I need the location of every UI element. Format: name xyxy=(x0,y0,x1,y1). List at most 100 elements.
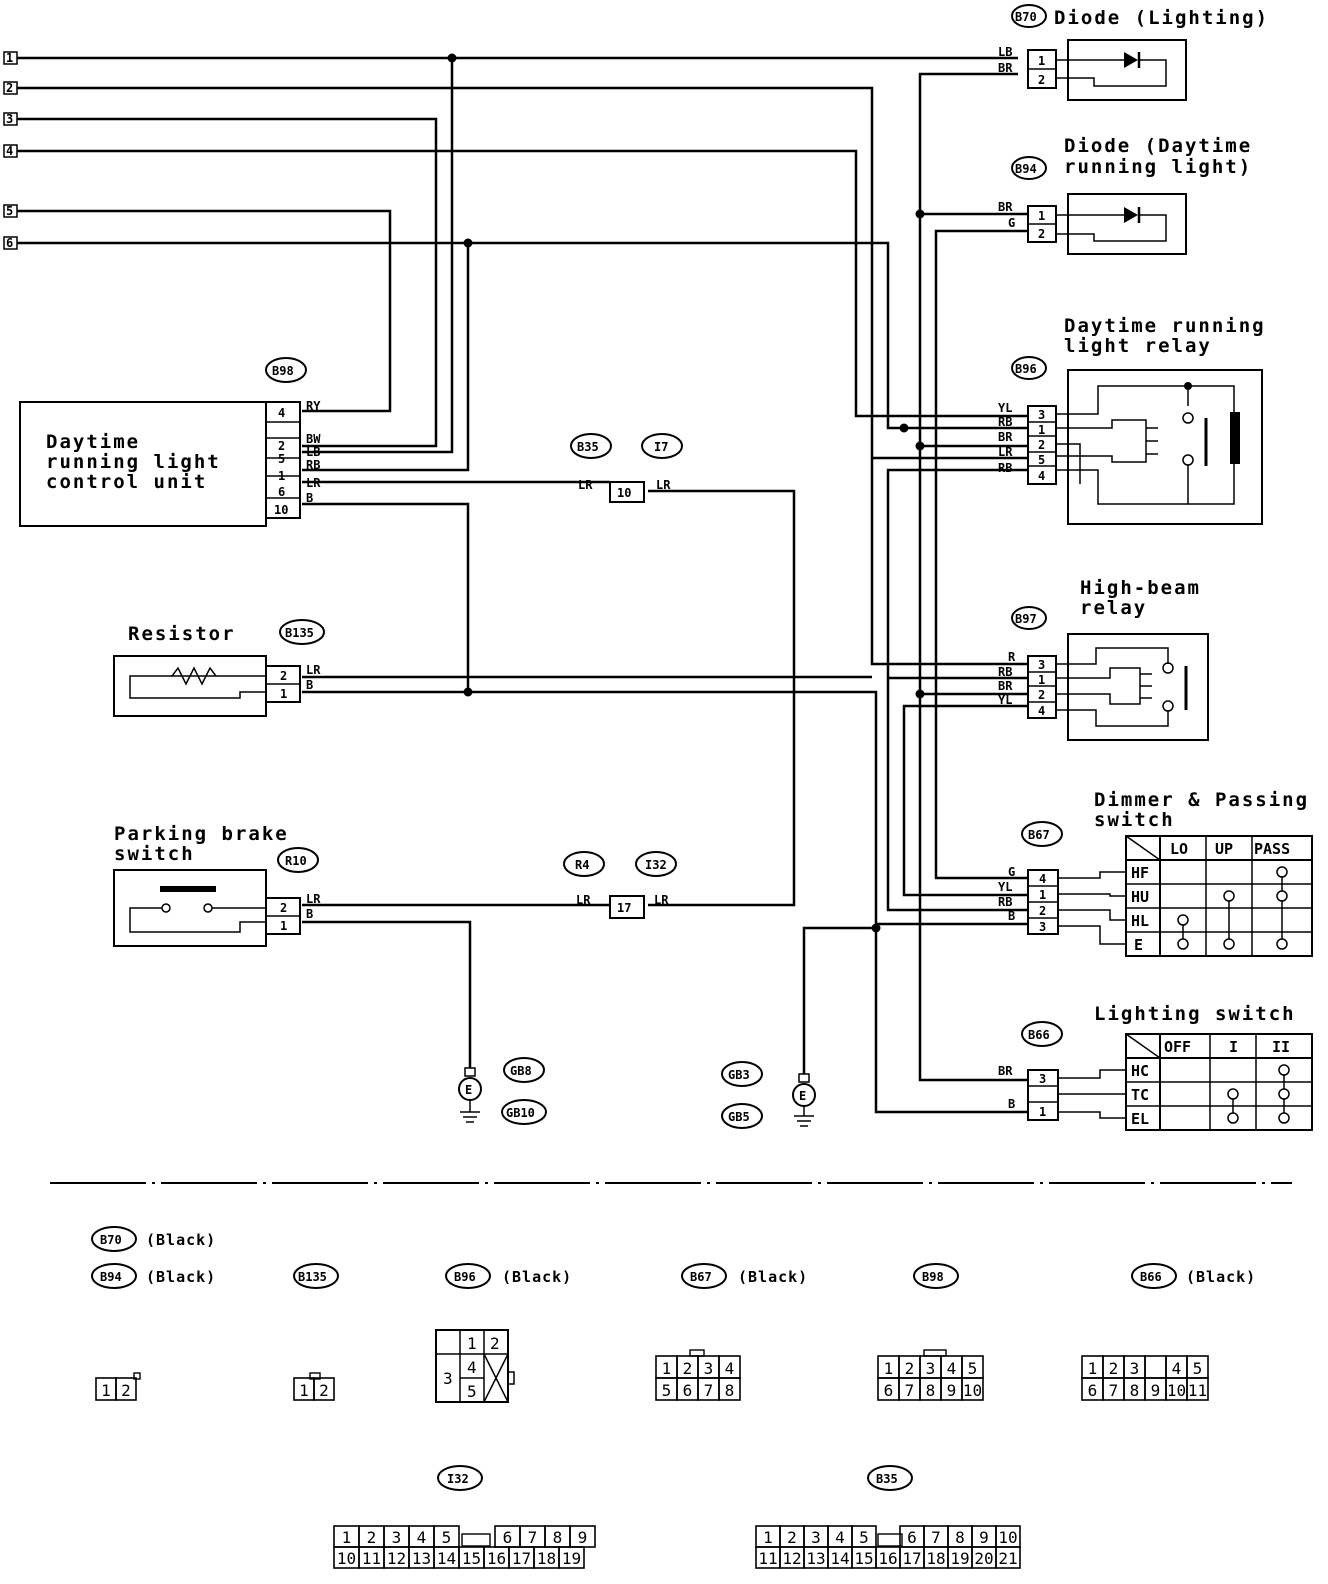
i32-cell-11: 11 xyxy=(362,1549,381,1568)
control-unit-wire-rb: RB xyxy=(306,458,320,472)
ground-left-code-1: GB8 xyxy=(510,1064,532,1078)
drl-relay: B96 Daytime running light relay 3 1 2 5 … xyxy=(998,315,1264,525)
b35-cell-15: 15 xyxy=(854,1549,873,1568)
mid-connector-wire-left: LR xyxy=(578,478,593,492)
b66-cell-1: 1 xyxy=(1088,1359,1098,1378)
lighting-switch-pin-3: 3 xyxy=(1039,1072,1046,1086)
parking-brake-pin-1: 1 xyxy=(280,919,287,933)
control-unit-wire-lr: LR xyxy=(306,476,321,490)
highbeam-relay-wire-rb: RB xyxy=(998,665,1012,679)
control-unit-wire-ry: RY xyxy=(306,399,321,413)
b35-cell-box xyxy=(995,1546,1021,1569)
pb-connector-wire-right: LR xyxy=(654,893,669,907)
wires xyxy=(17,56,1028,1114)
dimmer-pin-2: 2 xyxy=(1039,904,1046,918)
conn-b135-code: B135 xyxy=(298,1270,327,1284)
b98-cell-8: 8 xyxy=(926,1381,936,1400)
parking-brake-title-1: Parking brake xyxy=(114,823,289,845)
conn-b66-code: B66 xyxy=(1140,1270,1162,1284)
conn-b67-label: (Black) xyxy=(738,1268,808,1286)
terminal-5: 5 xyxy=(6,204,13,218)
dimmer-col-up: UP xyxy=(1215,840,1233,858)
parking-brake-switch: Parking brake switch R10 2 1 LR B xyxy=(113,823,321,947)
b35-cell-18: 18 xyxy=(926,1549,945,1568)
highbeam-relay-wire-r: R xyxy=(1008,650,1016,664)
i32-cell-12: 12 xyxy=(387,1549,406,1568)
b70-cell-2: 2 xyxy=(121,1381,131,1400)
i32-cell-9: 9 xyxy=(578,1528,588,1547)
diode-drl: B94 Diode (Daytime running light) 1 2 BR… xyxy=(998,135,1250,255)
i32-cell-4: 4 xyxy=(417,1528,427,1547)
control-unit-wire-bw: BW xyxy=(306,432,321,446)
terminal-3: 3 xyxy=(6,112,13,126)
mid-connector-pin: 10 xyxy=(617,486,631,500)
control-unit-code: B98 xyxy=(272,364,294,378)
drl-relay-code: B96 xyxy=(1015,362,1037,376)
highbeam-relay-pin-2: 2 xyxy=(1038,688,1045,702)
lighting-switch-row-tc: TC xyxy=(1131,1086,1149,1104)
b35-cell-16: 16 xyxy=(878,1549,897,1568)
resistor: Resistor B135 2 1 LR B xyxy=(113,619,325,717)
diode-drl-wire-br: BR xyxy=(998,200,1013,214)
conn-b94-label: (Black) xyxy=(146,1268,216,1286)
b96-cell-4: 4 xyxy=(467,1358,477,1377)
i32-cell-13: 13 xyxy=(412,1549,431,1568)
i32-cell-box xyxy=(558,1546,585,1569)
highbeam-relay-title-2: relay xyxy=(1080,597,1147,619)
b67-cell-8: 8 xyxy=(725,1381,735,1400)
b35-cell-6: 6 xyxy=(907,1528,917,1547)
i32-cell-18: 18 xyxy=(537,1549,556,1568)
ground-right-code-1: GB3 xyxy=(728,1068,750,1082)
control-unit-pin-5: 5 xyxy=(278,452,285,466)
i32-cell-5: 5 xyxy=(442,1528,452,1547)
conn-b96-label: (Black) xyxy=(502,1268,572,1286)
control-unit-pin-6: 6 xyxy=(278,485,285,499)
control-unit-title-3: control unit xyxy=(46,471,207,493)
b98-cell-5: 5 xyxy=(968,1359,978,1378)
pb-connector-code-b: I32 xyxy=(645,858,667,872)
lighting-switch-title: Lighting switch xyxy=(1094,1003,1296,1025)
parking-brake-title-2: switch xyxy=(114,843,195,865)
drl-relay-wire-yl: YL xyxy=(998,401,1012,415)
drl-relay-pin-4: 4 xyxy=(1038,469,1045,483)
terminal-6: 6 xyxy=(6,236,13,250)
b66-cell-box xyxy=(1186,1377,1209,1401)
highbeam-relay-pin-1: 1 xyxy=(1038,673,1045,687)
parking-brake-wire-lr: LR xyxy=(306,892,321,906)
dimmer-col-lo: LO xyxy=(1170,840,1188,858)
drl-relay-title-2: light relay xyxy=(1064,335,1212,357)
dimmer-pin-3: 3 xyxy=(1039,920,1046,934)
conn-b70-code: B70 xyxy=(100,1233,122,1247)
b98-cell-1: 1 xyxy=(884,1359,894,1378)
b96-cell-2: 2 xyxy=(490,1334,500,1353)
diode-lighting-pin-1: 1 xyxy=(1038,54,1045,68)
lighting-switch-col-i: I xyxy=(1229,1038,1238,1056)
diode-drl-wire-g: G xyxy=(1008,216,1015,230)
diode-lighting-code: B70 xyxy=(1015,10,1037,24)
conn-b67-code: B67 xyxy=(690,1270,712,1284)
b35-cell-9: 9 xyxy=(979,1528,989,1547)
terminal-1: 1 xyxy=(6,51,13,65)
b66-cell-11: 10 xyxy=(1167,1381,1186,1400)
i32-cell-3: 3 xyxy=(392,1528,402,1547)
control-unit-pin-4: 4 xyxy=(278,406,285,420)
terminal-2: 2 xyxy=(6,81,13,95)
i32-cell-8: 8 xyxy=(553,1528,563,1547)
pb-connector-pin: 17 xyxy=(617,901,631,915)
b96-cell-5: 5 xyxy=(467,1382,477,1401)
dimmer-col-pass: PASS xyxy=(1254,840,1290,858)
dimmer-row-e: E xyxy=(1134,936,1143,954)
dimmer-pin-1: 1 xyxy=(1039,888,1046,902)
control-unit-wire-b: B xyxy=(306,491,313,505)
conn-i32-code: I32 xyxy=(447,1472,469,1486)
b66-cell-2: 2 xyxy=(1109,1359,1119,1378)
b66-cell-9: 8 xyxy=(1130,1381,1140,1400)
mid-connector: B35 I7 10 LR LR xyxy=(570,433,683,503)
drl-relay-pin-2: 2 xyxy=(1038,438,1045,452)
highbeam-relay-code: B97 xyxy=(1015,612,1037,626)
b98-cell-7: 7 xyxy=(905,1381,915,1400)
